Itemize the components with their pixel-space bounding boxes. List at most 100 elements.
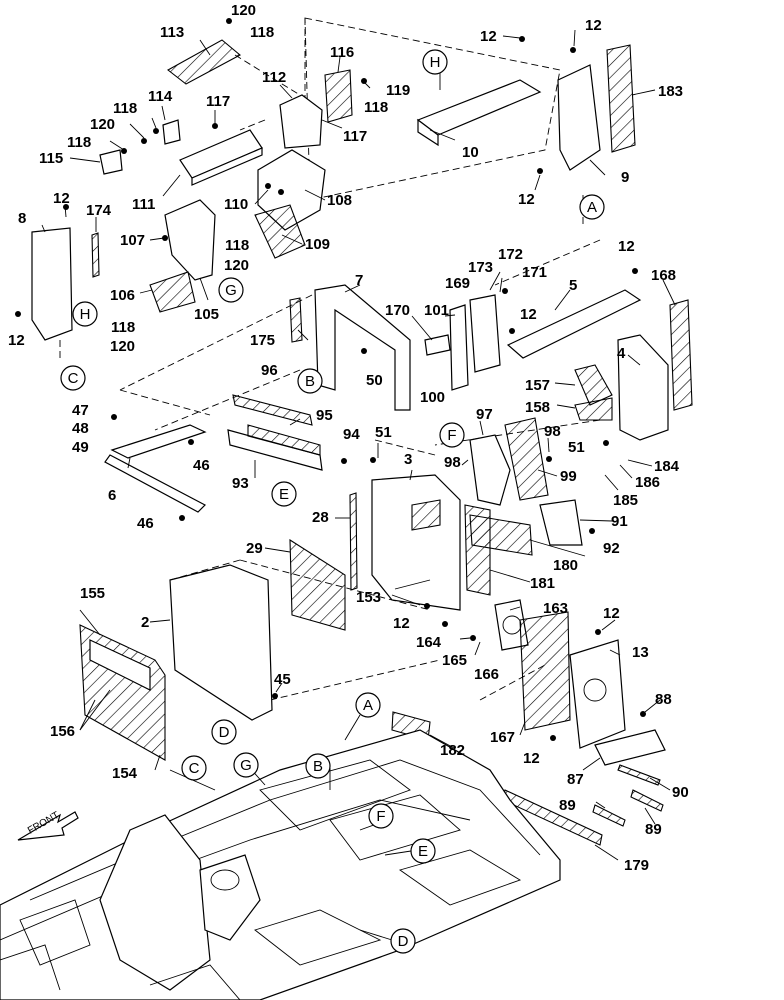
part-13-plate bbox=[569, 639, 626, 749]
callout: 115 bbox=[39, 150, 63, 167]
callout: 155 bbox=[80, 585, 105, 602]
callout: 167 bbox=[490, 729, 515, 746]
part-7-frame bbox=[314, 284, 411, 411]
callout: 46 bbox=[193, 457, 210, 474]
part-100-bracket bbox=[449, 304, 469, 391]
ref-circle-E-base: E bbox=[410, 838, 436, 864]
ref-circle-G-top: G bbox=[218, 277, 244, 303]
callout: 90 bbox=[672, 784, 689, 801]
callout: 12 bbox=[393, 615, 410, 632]
callout: 3 bbox=[404, 451, 412, 468]
ref-circle-B-mid: B bbox=[297, 368, 323, 394]
callout: 185 bbox=[613, 492, 638, 509]
callout: 88 bbox=[655, 691, 672, 708]
callout: 12 bbox=[585, 17, 602, 34]
callout: 164 bbox=[416, 634, 442, 651]
part-115-clip bbox=[99, 149, 123, 175]
part-155-seal bbox=[79, 624, 166, 761]
part-170-plate bbox=[424, 334, 451, 356]
part-111-bracket bbox=[179, 129, 263, 186]
callout: 175 bbox=[250, 332, 275, 349]
callout: 172 bbox=[498, 246, 523, 263]
part-28-seal bbox=[349, 492, 358, 591]
svg-text:H: H bbox=[80, 306, 91, 323]
callout: 182 bbox=[440, 742, 465, 759]
callout: 107 bbox=[120, 232, 145, 249]
svg-text:H: H bbox=[430, 54, 441, 71]
callout: 12 bbox=[518, 191, 535, 208]
ref-circle-C-left: C bbox=[60, 365, 86, 391]
callout: 114 bbox=[148, 88, 173, 105]
callout: 154 bbox=[112, 765, 138, 782]
callout: 95 bbox=[316, 407, 333, 424]
callout: 118 bbox=[250, 24, 274, 41]
callout: 184 bbox=[654, 458, 680, 475]
callout: 168 bbox=[651, 267, 676, 284]
ref-circle-F-base: F bbox=[368, 803, 394, 829]
callout: 153 bbox=[356, 589, 381, 606]
leader-lines bbox=[41, 29, 676, 941]
part-3-panel bbox=[371, 474, 461, 611]
callout: 92 bbox=[603, 540, 620, 557]
ref-circle-D-base: D bbox=[390, 928, 416, 954]
svg-text:B: B bbox=[305, 373, 315, 390]
callout: 8 bbox=[18, 210, 26, 227]
callout: 120 bbox=[110, 338, 135, 355]
part-4-panel bbox=[617, 334, 669, 441]
part-105-duct bbox=[164, 199, 216, 281]
part-181-seal bbox=[464, 504, 491, 596]
callout: 180 bbox=[553, 557, 578, 574]
part-113-plate bbox=[167, 39, 241, 85]
callout: 89 bbox=[559, 797, 576, 814]
callout: 119 bbox=[386, 82, 410, 99]
callout: 118 bbox=[364, 99, 388, 116]
part-112-bracket bbox=[279, 94, 323, 149]
callout: 94 bbox=[343, 426, 360, 443]
callout: 113 bbox=[160, 24, 184, 41]
callout: 163 bbox=[543, 600, 568, 617]
ref-circle-C-base: C bbox=[181, 755, 207, 781]
callout: 89 bbox=[645, 821, 662, 838]
part-95-seal bbox=[247, 424, 321, 456]
svg-text:A: A bbox=[587, 199, 597, 216]
callout: 166 bbox=[474, 666, 499, 683]
part-5-rail bbox=[506, 289, 642, 359]
callout: 120 bbox=[90, 116, 115, 133]
callout: 51 bbox=[375, 424, 392, 441]
svg-text:A: A bbox=[363, 697, 373, 714]
ref-circle-A-top: A bbox=[579, 194, 605, 220]
part-158-seal bbox=[574, 397, 613, 421]
callout: 120 bbox=[231, 2, 256, 19]
callout: 12 bbox=[520, 306, 537, 323]
callout: 49 bbox=[72, 439, 89, 456]
callout: 47 bbox=[72, 402, 89, 419]
callout: 112 bbox=[262, 69, 286, 86]
part-6-frame bbox=[104, 424, 207, 513]
svg-text:C: C bbox=[68, 370, 79, 387]
callout: 118 bbox=[225, 237, 249, 254]
callout: 186 bbox=[635, 474, 660, 491]
callout: 99 bbox=[560, 468, 577, 485]
callout: 116 bbox=[330, 44, 354, 61]
svg-text:E: E bbox=[418, 843, 428, 860]
ref-circle-F-mid: F bbox=[439, 422, 465, 448]
part-157-seal bbox=[574, 364, 613, 406]
callout: 48 bbox=[72, 420, 89, 437]
callout: 118 bbox=[113, 100, 137, 117]
svg-text:B: B bbox=[313, 758, 323, 775]
callout: 12 bbox=[480, 28, 497, 45]
callout: 28 bbox=[312, 509, 329, 526]
callout: 117 bbox=[206, 93, 230, 110]
part-87-tray bbox=[594, 729, 666, 766]
part-97-plate bbox=[469, 434, 511, 506]
part-169-bracket bbox=[469, 294, 501, 373]
callout: 29 bbox=[246, 540, 263, 557]
callout: 157 bbox=[525, 377, 550, 394]
part-99-seal bbox=[504, 417, 549, 501]
callout: 12 bbox=[8, 332, 25, 349]
callout: 105 bbox=[194, 306, 219, 323]
svg-text:G: G bbox=[240, 757, 252, 774]
callout: 110 bbox=[224, 196, 248, 213]
callout: 108 bbox=[327, 192, 352, 209]
